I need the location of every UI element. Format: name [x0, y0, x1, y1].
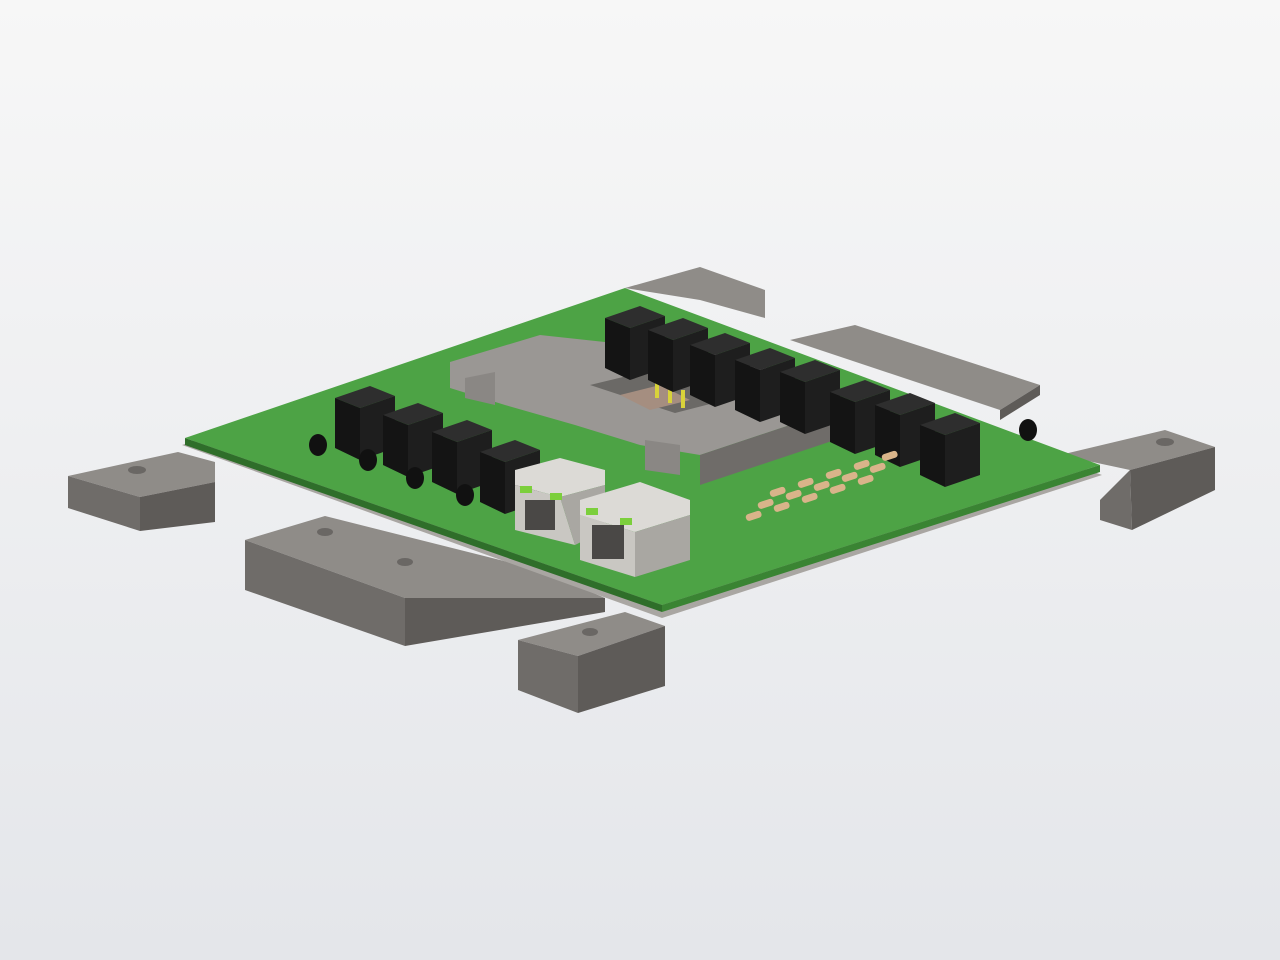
transistor: [1019, 419, 1037, 441]
right-mounting-bracket: [1060, 430, 1215, 530]
resistor-array: [745, 450, 898, 521]
relay: [780, 360, 840, 434]
mounting-hole: [128, 466, 146, 474]
mounting-hole: [1156, 438, 1174, 446]
mounting-hole: [317, 528, 333, 536]
middle-base-plate: [245, 516, 605, 646]
resistor: [841, 471, 858, 482]
transistor: [309, 434, 327, 456]
resistor: [869, 462, 886, 473]
bottom-mounting-bracket: [518, 612, 665, 713]
left-mounting-bracket: [68, 452, 215, 531]
relay: [920, 413, 980, 487]
rj45-jack-2: [580, 482, 690, 577]
back-metal-plates: [625, 267, 1040, 420]
resistor: [857, 474, 874, 485]
relay-row-right: [605, 306, 980, 487]
transistors: [309, 419, 1037, 506]
resistor: [797, 477, 814, 488]
mounting-hole: [582, 628, 598, 636]
relay-row-left: [335, 386, 540, 514]
resistor: [881, 450, 898, 461]
jack-led: [520, 486, 532, 493]
resistor: [773, 501, 790, 512]
resistor: [769, 486, 786, 497]
resistor: [785, 489, 802, 500]
pcb-board: [185, 288, 1100, 612]
jack-led: [550, 493, 562, 500]
resistor: [801, 492, 818, 503]
resistor: [825, 468, 842, 479]
transistor: [456, 484, 474, 506]
jack-led: [620, 518, 632, 525]
transistor: [406, 467, 424, 489]
transistor: [359, 449, 377, 471]
resistor: [853, 459, 870, 470]
resistor: [745, 510, 762, 521]
resistor: [829, 483, 846, 494]
mounting-hole: [397, 558, 413, 566]
jack-led: [586, 508, 598, 515]
resistor: [813, 480, 830, 491]
resistor: [757, 498, 774, 509]
